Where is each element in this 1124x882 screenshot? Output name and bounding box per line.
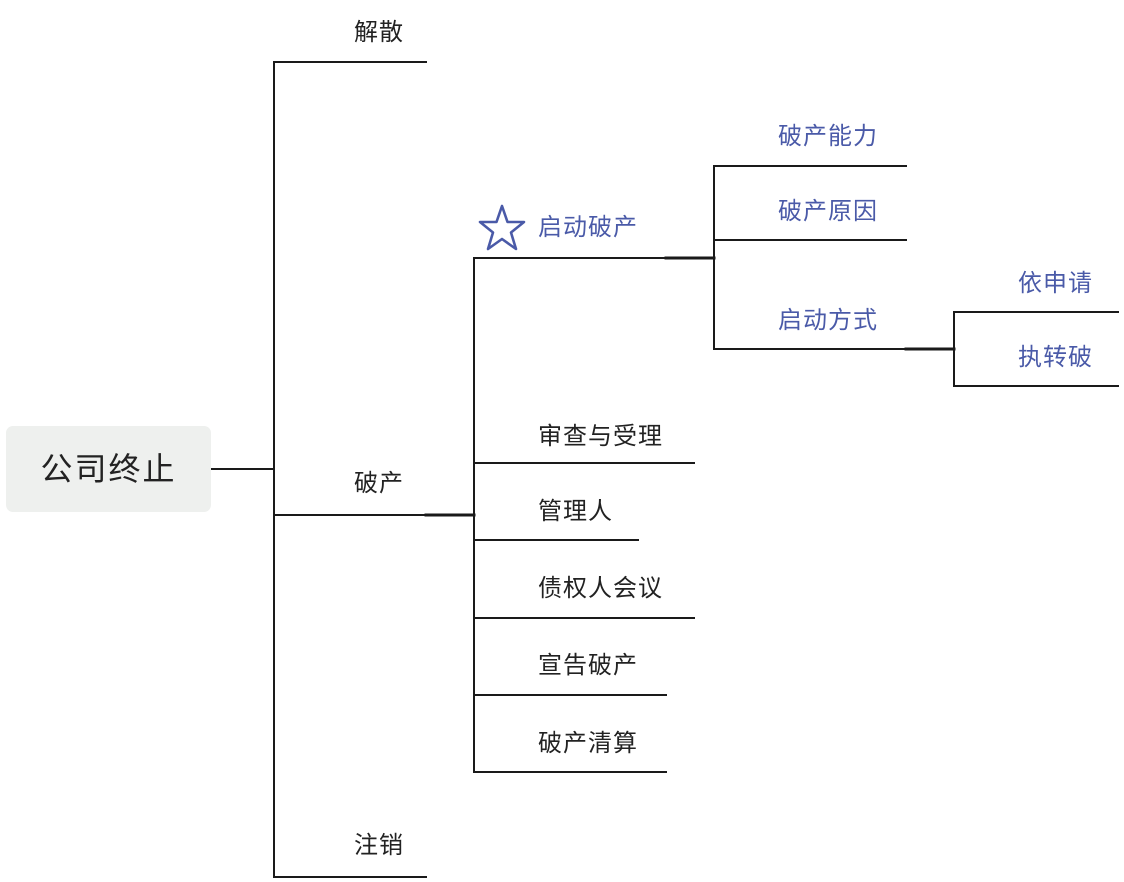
node-bankruptcy-capacity[interactable]: 破产能力 <box>778 122 878 150</box>
node-start-method[interactable]: 启动方式 <box>778 306 878 334</box>
node-deregistration[interactable]: 注销 <box>354 831 404 859</box>
node-execution-to-bankruptcy[interactable]: 执转破 <box>1018 343 1093 371</box>
node-start-bankruptcy[interactable]: 启动破产 <box>538 213 638 241</box>
node-administrator[interactable]: 管理人 <box>538 497 613 525</box>
root-node-label: 公司终止 <box>40 450 177 488</box>
star-icon <box>478 204 526 251</box>
node-creditors-meeting[interactable]: 债权人会议 <box>538 574 663 602</box>
node-by-application[interactable]: 依申请 <box>1018 269 1093 297</box>
node-dissolution[interactable]: 解散 <box>354 18 404 46</box>
root-node[interactable]: 公司终止 <box>6 426 211 512</box>
node-declaration[interactable]: 宣告破产 <box>538 651 638 679</box>
node-review-acceptance[interactable]: 审查与受理 <box>538 422 663 450</box>
node-bankruptcy[interactable]: 破产 <box>354 469 404 497</box>
node-liquidation[interactable]: 破产清算 <box>538 729 638 757</box>
node-bankruptcy-cause[interactable]: 破产原因 <box>778 197 878 225</box>
